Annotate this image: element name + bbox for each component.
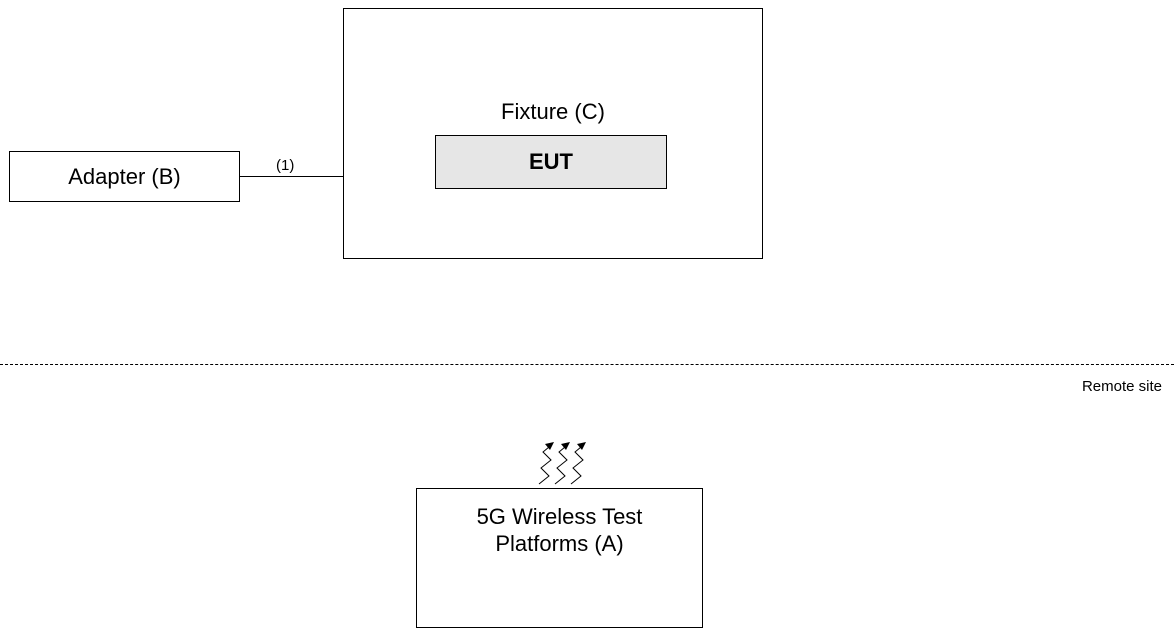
platform-label: 5G Wireless Test Platforms (A) bbox=[417, 503, 702, 557]
adapter-box: Adapter (B) bbox=[9, 151, 240, 202]
remote-site-label: Remote site bbox=[1081, 378, 1162, 395]
fixture-label: Fixture (C) bbox=[501, 99, 605, 124]
eut-label: EUT bbox=[529, 149, 573, 174]
eut-box: EUT bbox=[435, 135, 667, 189]
platform-label-line2: Platforms (A) bbox=[495, 531, 624, 556]
connection-line bbox=[240, 176, 343, 177]
wireless-signal-icon bbox=[538, 442, 586, 485]
connection-label: (1) bbox=[276, 157, 295, 174]
fixture-box: Fixture (C) EUT bbox=[343, 8, 763, 259]
adapter-label: Adapter (B) bbox=[68, 163, 181, 189]
platform-label-line1: 5G Wireless Test bbox=[476, 504, 643, 529]
platform-box: 5G Wireless Test Platforms (A) bbox=[416, 488, 703, 628]
site-divider bbox=[0, 364, 1174, 365]
